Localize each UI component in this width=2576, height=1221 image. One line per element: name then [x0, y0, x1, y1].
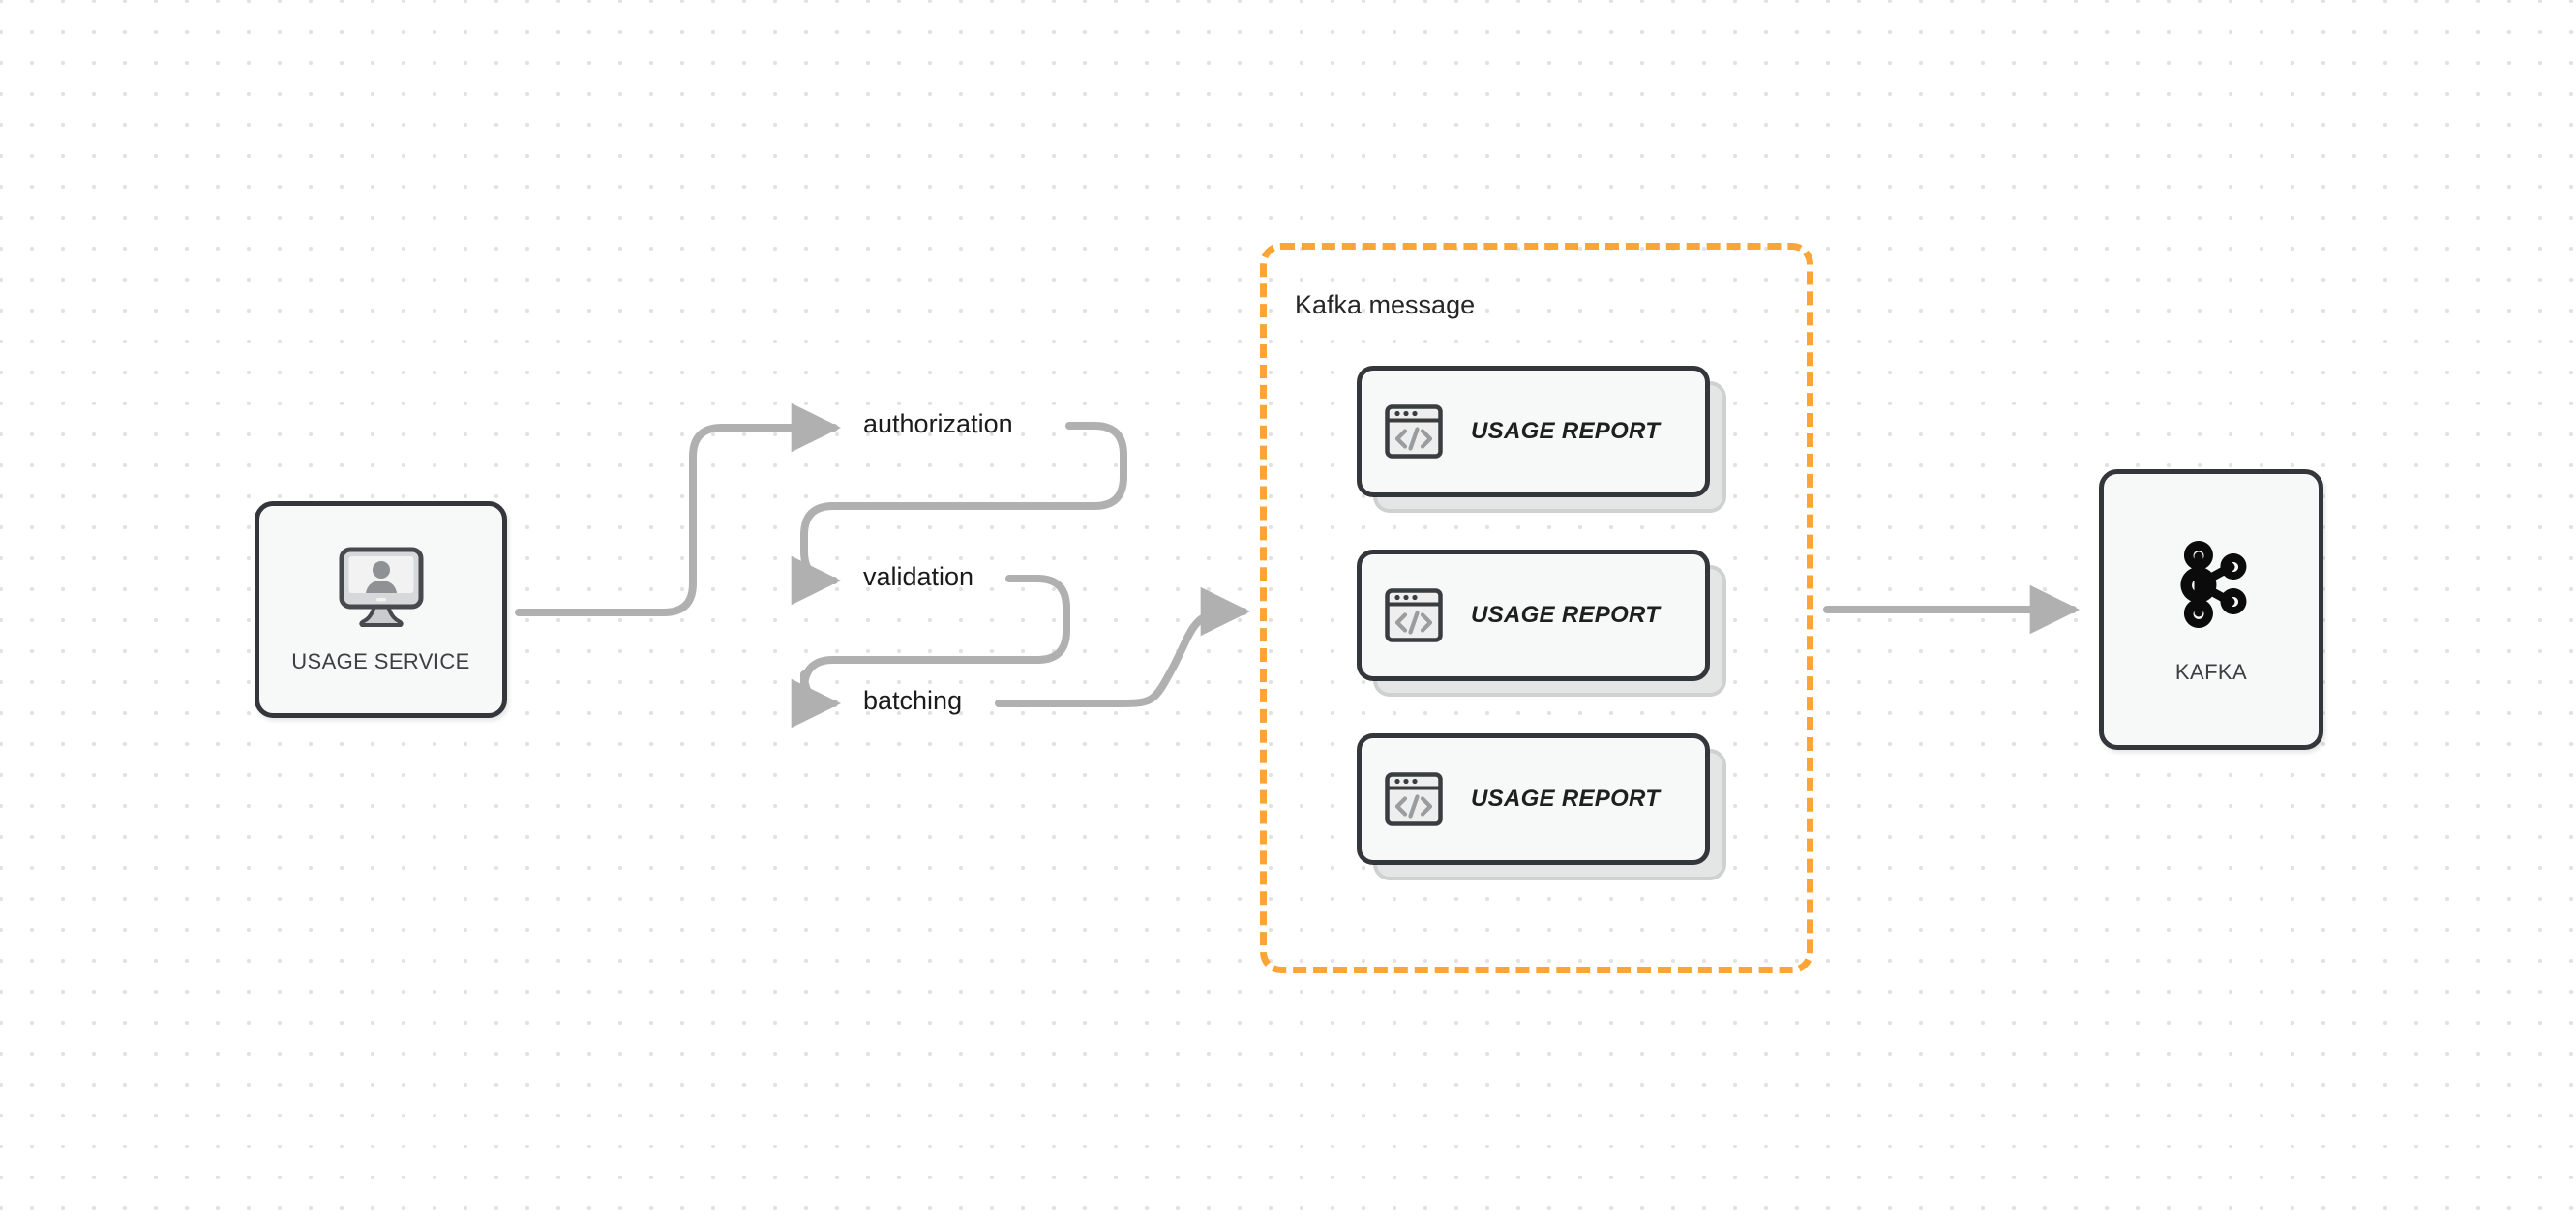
- pipeline-step-validation[interactable]: validation: [863, 562, 974, 591]
- usage-report-card[interactable]: USAGE REPORT: [1357, 733, 1726, 880]
- code-window-icon: [1384, 769, 1444, 829]
- usage-report-card-label: USAGE REPORT: [1471, 418, 1661, 444]
- code-window-icon: [1384, 585, 1444, 645]
- node-kafka[interactable]: KAFKA: [2099, 469, 2323, 750]
- node-usage-service-label: USAGE SERVICE: [291, 648, 470, 673]
- card-front[interactable]: USAGE REPORT: [1357, 366, 1710, 497]
- edge-authorization-to-validation: [791, 422, 1127, 606]
- code-window-icon: [1384, 402, 1444, 462]
- card-front[interactable]: USAGE REPORT: [1357, 550, 1710, 681]
- monitor-user-icon: [337, 546, 426, 634]
- card-front[interactable]: USAGE REPORT: [1357, 733, 1710, 865]
- node-usage-service[interactable]: USAGE SERVICE: [255, 501, 507, 718]
- usage-report-card-label: USAGE REPORT: [1471, 602, 1661, 628]
- edge-validation-to-batching: [791, 575, 1070, 729]
- pipeline-step-authorization[interactable]: authorization: [863, 409, 1013, 438]
- edge-batching-to-kafka-message: [995, 586, 1250, 707]
- usage-report-card[interactable]: USAGE REPORT: [1357, 366, 1726, 513]
- pipeline-step-batching[interactable]: batching: [863, 686, 963, 715]
- usage-report-card-label: USAGE REPORT: [1471, 786, 1661, 812]
- usage-report-card[interactable]: USAGE REPORT: [1357, 550, 1726, 697]
- group-kafka-message[interactable]: [1260, 243, 1813, 973]
- edge-usage-service-to-authorization: [515, 402, 841, 616]
- node-kafka-label: KAFKA: [2174, 659, 2248, 684]
- kafka-logo-icon: [2170, 535, 2253, 639]
- group-kafka-message-title: Kafka message: [1295, 290, 1476, 319]
